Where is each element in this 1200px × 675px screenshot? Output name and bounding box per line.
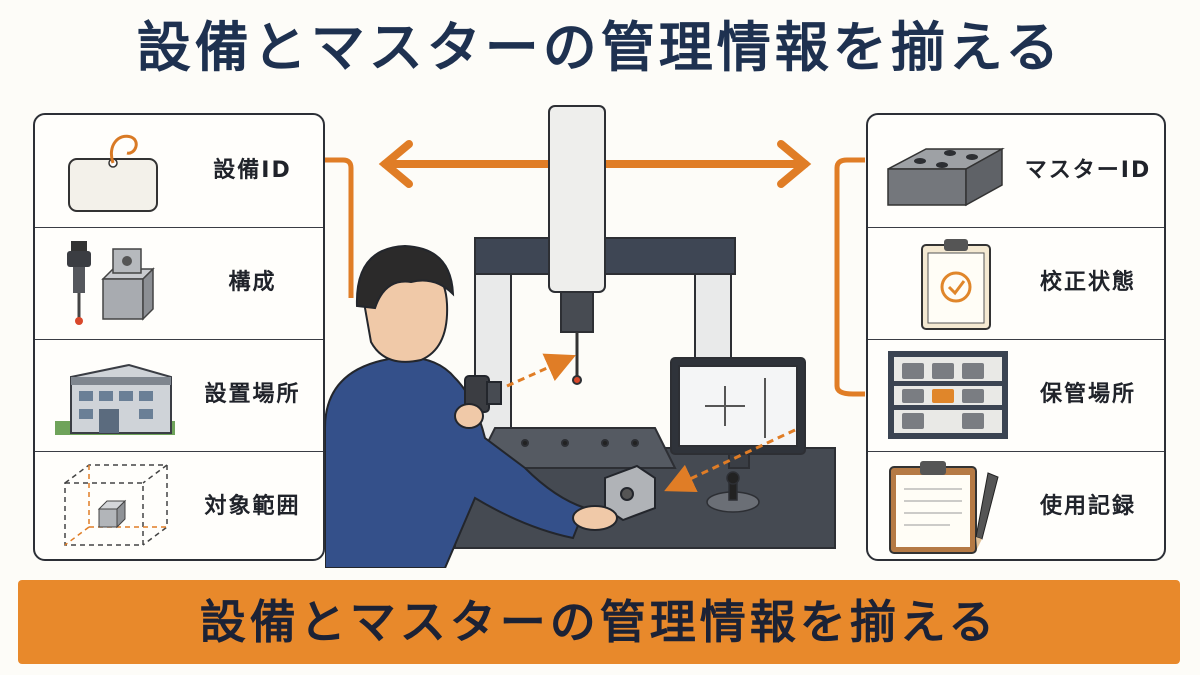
tag-icon xyxy=(68,134,158,212)
building-icon xyxy=(55,363,175,435)
list-item-usage-record: 使用記録 xyxy=(868,451,1164,559)
label-equipment-id: 設備ID xyxy=(213,158,292,183)
list-item-equipment-id: 設備ID xyxy=(35,115,323,228)
clipboard-pen-icon xyxy=(889,461,999,554)
scope-cube-icon xyxy=(64,464,170,546)
worker-figure xyxy=(325,244,656,568)
list-item-storage-location: 保管場所 xyxy=(868,339,1164,452)
joystick xyxy=(706,471,760,513)
measurement-scene-illustration xyxy=(325,105,865,568)
label-configuration: 構成 xyxy=(228,270,277,295)
list-item-installation-location: 設置場所 xyxy=(35,339,323,452)
storage-shelf-icon xyxy=(888,351,1008,439)
master-info-panel: マスターID 校正状態 保管場所 xyxy=(866,113,1166,561)
equipment-info-panel: 設備ID 構成 設置場所 xyxy=(33,113,325,561)
probe-and-block-icon xyxy=(67,241,155,325)
clipboard-check-icon xyxy=(921,239,991,330)
master-block-icon xyxy=(887,147,1005,207)
label-storage-location: 保管場所 xyxy=(1039,382,1136,407)
label-target-scope: 対象範囲 xyxy=(204,494,301,519)
page-title: 設備とマスターの管理情報を揃える xyxy=(136,16,1064,79)
list-item-configuration: 構成 xyxy=(35,227,323,340)
list-item-master-id: マスターID xyxy=(868,115,1164,228)
bottom-banner: 設備とマスターの管理情報を揃える xyxy=(18,580,1180,664)
left-connector-line xyxy=(325,157,354,298)
label-installation-location: 設置場所 xyxy=(204,382,301,407)
label-calibration-status: 校正状態 xyxy=(1039,270,1136,295)
label-master-id: マスターID xyxy=(1024,158,1152,183)
list-item-target-scope: 対象範囲 xyxy=(35,451,323,559)
list-item-calibration-status: 校正状態 xyxy=(868,227,1164,340)
right-connector-line xyxy=(834,157,865,397)
monitor xyxy=(670,357,806,469)
label-usage-record: 使用記録 xyxy=(1039,494,1136,519)
bottom-title: 設備とマスターの管理情報を揃える xyxy=(199,595,999,649)
